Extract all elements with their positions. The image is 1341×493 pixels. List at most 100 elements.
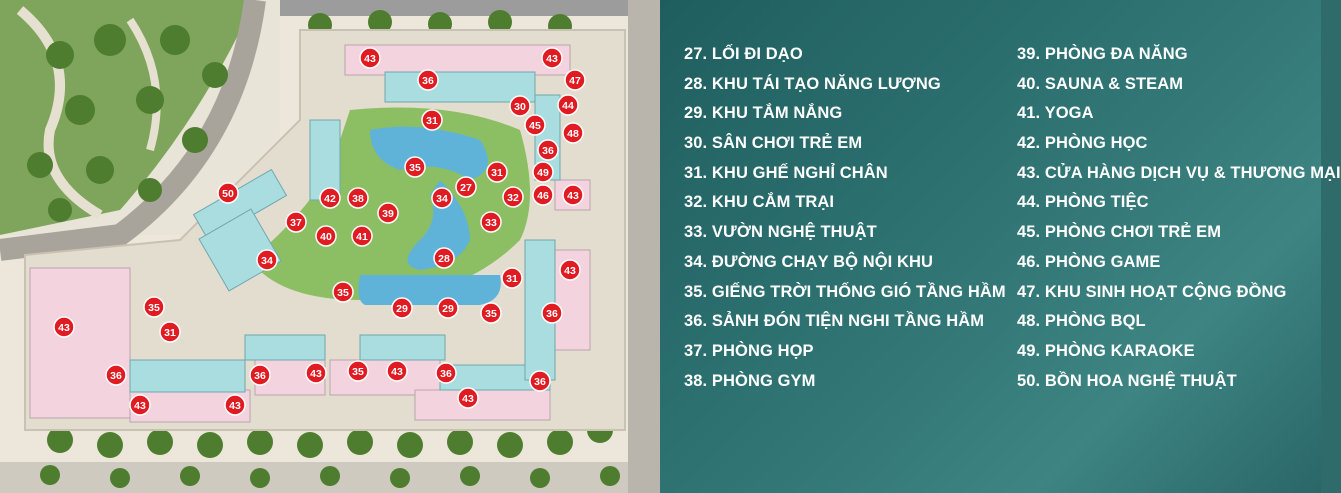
- marker-label: 36: [422, 75, 434, 87]
- marker-circle: [159, 321, 181, 343]
- marker-label: 43: [564, 265, 576, 277]
- marker-circle: [480, 302, 502, 324]
- map-marker: 30: [509, 95, 531, 117]
- map-marker: 39: [377, 202, 399, 224]
- map-marker: 46: [532, 184, 554, 206]
- marker-circle: [532, 161, 554, 183]
- trees: [27, 10, 624, 488]
- marker-label: 42: [324, 193, 336, 205]
- marker-label: 35: [352, 366, 364, 378]
- marker-label: 30: [514, 101, 526, 113]
- legend-item: 49. PHÒNG KARAOKE: [1017, 341, 1195, 360]
- marker-circle: [217, 182, 239, 204]
- legend-item: 39. PHÒNG ĐA NĂNG: [1017, 45, 1188, 63]
- marker-label: 29: [442, 303, 454, 315]
- map-marker: 43: [386, 360, 408, 382]
- marker-label: 29: [396, 303, 408, 315]
- marker-label: 35: [148, 302, 160, 314]
- marker-circle: [559, 259, 581, 281]
- marker-circle: [455, 176, 477, 198]
- map-marker: 36: [529, 370, 551, 392]
- marker-circle: [105, 364, 127, 386]
- marker-label: 49: [537, 167, 549, 179]
- marker-circle: [564, 69, 586, 91]
- marker-label: 36: [542, 145, 554, 157]
- map-marker: 47: [564, 69, 586, 91]
- legend-item: 28. KHU TÁI TẠO NĂNG LƯỢNG: [684, 74, 941, 93]
- legend-item: 40. SAUNA & STEAM: [1017, 74, 1184, 93]
- marker-label: 34: [261, 255, 273, 267]
- marker-circle: [332, 281, 354, 303]
- map-marker: 29: [391, 297, 413, 319]
- marker-circle: [431, 187, 453, 209]
- marker-circle: [305, 362, 327, 384]
- legend-item: 30. SÂN CHƠI TRẺ EM: [684, 134, 863, 153]
- amenity-legend: 27. LỐI ĐI DẠO 28. KHU TÁI TẠO NĂNG LƯỢNG…: [660, 0, 1341, 493]
- marker-circle: [285, 211, 307, 233]
- legend-item: 36. SẢNH ĐÓN TIỆN NGHI TẦNG HẦM: [684, 312, 985, 331]
- map-marker: 36: [249, 364, 271, 386]
- legend-item: 45. PHÒNG CHƠI TRẺ EM: [1017, 223, 1222, 242]
- marker-circle: [143, 296, 165, 318]
- map-marker: 29: [437, 297, 459, 319]
- map-marker: 43: [562, 184, 584, 206]
- map-marker: 43: [224, 394, 246, 416]
- marker-circle: [541, 302, 563, 324]
- marker-label: 38: [352, 193, 364, 205]
- marker-label: 28: [438, 253, 450, 265]
- map-marker: 43: [129, 394, 151, 416]
- marker-label: 36: [440, 368, 452, 380]
- marker-label: 44: [562, 100, 574, 112]
- marker-label: 35: [409, 162, 421, 174]
- marker-circle: [256, 249, 278, 271]
- marker-circle: [501, 267, 523, 289]
- map-marker: 36: [435, 362, 457, 384]
- marker-label: 39: [382, 208, 394, 220]
- road-right: [628, 0, 660, 493]
- marker-circle: [486, 161, 508, 183]
- marker-circle: [502, 186, 524, 208]
- marker-circle: [404, 156, 426, 178]
- legend-item: 50. BỒN HOA NGHỆ THUẬT: [1017, 371, 1237, 390]
- map-marker: 43: [305, 362, 327, 384]
- legend-item: 43. CỬA HÀNG DỊCH VỤ & THƯƠNG MẠI: [1017, 163, 1341, 182]
- marker-label: 43: [567, 190, 579, 202]
- map-marker: 43: [457, 387, 479, 409]
- map-marker: 36: [105, 364, 127, 386]
- legend-item: 47. KHU SINH HOẠT CỘNG ĐỒNG: [1017, 282, 1287, 301]
- map-marker: 31: [501, 267, 523, 289]
- map-marker: 38: [347, 187, 369, 209]
- legend-item: 46. PHÒNG GAME: [1017, 252, 1161, 271]
- marker-label: 47: [569, 75, 581, 87]
- legend-item: 33. VƯỜN NGHỆ THUẬT: [684, 223, 877, 242]
- map-marker: 31: [159, 321, 181, 343]
- map-marker: 41: [351, 225, 373, 247]
- marker-label: 34: [436, 193, 448, 205]
- map-marker: 42: [319, 187, 341, 209]
- marker-circle: [524, 114, 546, 136]
- marker-circle: [347, 187, 369, 209]
- marker-circle: [480, 211, 502, 233]
- map-marker: 35: [332, 281, 354, 303]
- marker-label: 36: [254, 370, 266, 382]
- marker-label: 35: [337, 287, 349, 299]
- legend-item: 27. LỐI ĐI DẠO: [684, 45, 803, 63]
- map-marker: 31: [421, 109, 443, 131]
- marker-label: 50: [222, 188, 234, 200]
- map-marker: 33: [480, 211, 502, 233]
- pool-lower: [358, 275, 501, 305]
- map-marker: 49: [532, 161, 554, 183]
- marker-label: 31: [491, 167, 503, 179]
- marker-circle: [537, 139, 559, 161]
- legend-item: 34. ĐƯỜNG CHẠY BỘ NỘI KHU: [684, 252, 934, 271]
- marker-label: 40: [320, 231, 332, 243]
- marker-circle: [529, 370, 551, 392]
- marker-label: 36: [534, 376, 546, 388]
- map-marker: 44: [557, 94, 579, 116]
- marker-circle: [359, 47, 381, 69]
- marker-circle: [315, 225, 337, 247]
- map-marker: 40: [315, 225, 337, 247]
